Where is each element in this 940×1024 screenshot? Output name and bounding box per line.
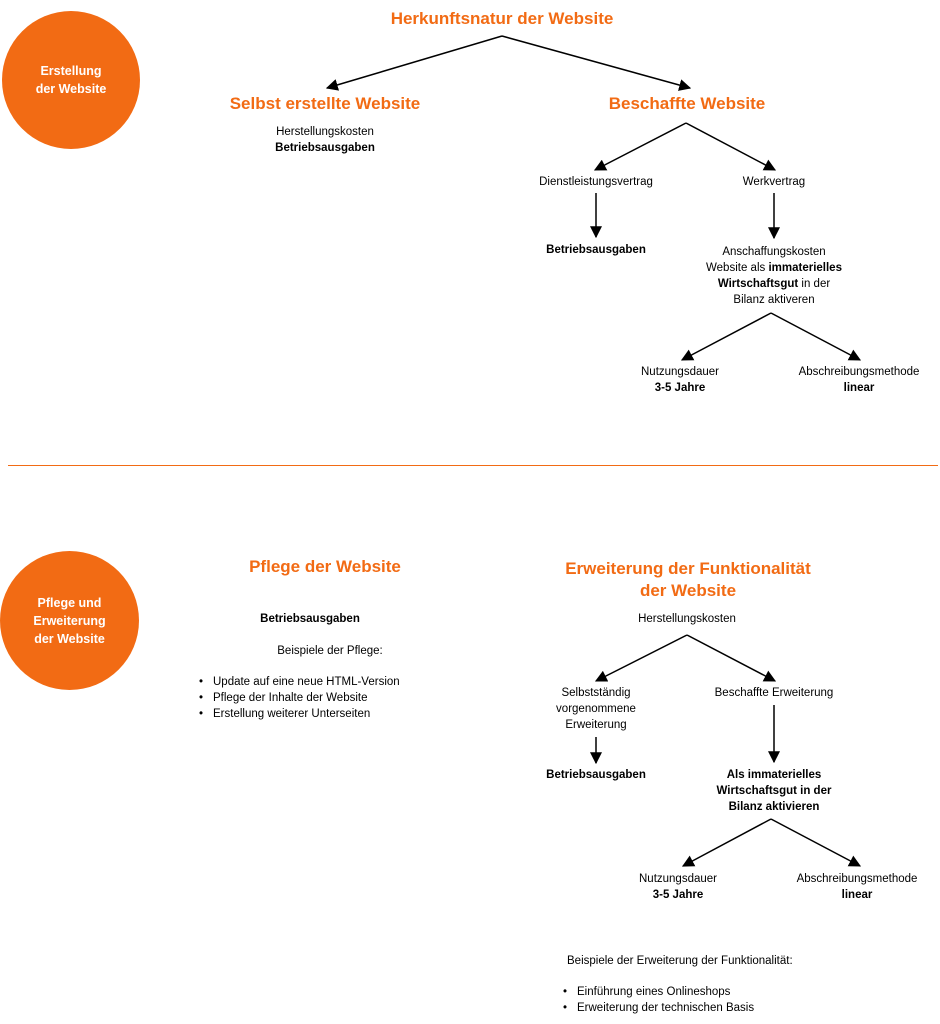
arrow-origin-to-self-made <box>325 35 503 91</box>
acquisition-line-4: Bilanz aktiveren <box>733 294 815 306</box>
node-procured-extension: Beschaffte Erweiterung <box>714 687 834 699</box>
maintenance-cost-type: Betriebsausgaben <box>260 613 360 625</box>
acquisition-line-2-bold: immaterielles <box>768 262 842 274</box>
arrow-cost-to-procured-ext <box>686 634 777 682</box>
extension-examples-heading: Beispiele der Erweiterung der Funktional… <box>567 955 793 967</box>
extension-cost-type: Herstellungskosten <box>638 613 736 625</box>
section-badge-label: Erstellung der Website <box>35 64 107 96</box>
arrow-capitalize-to-depreciation <box>770 818 862 867</box>
arrow-procured-to-service <box>593 122 687 171</box>
maintenance-examples-heading: Beispiele der Pflege: <box>277 645 383 657</box>
maintenance-examples-list: Update auf eine neue HTML-Version Pflege… <box>199 674 400 722</box>
heading-functionality-extension: Erweiterung der Funktionalität der Websi… <box>565 559 811 600</box>
arrow-capitalize-to-life <box>681 818 772 867</box>
section-divider <box>8 465 938 466</box>
node-depreciation-method: Abschreibungsmethode linear <box>789 364 929 396</box>
arrow-procured-to-work <box>685 122 777 171</box>
node-work-contract: Werkvertrag <box>742 176 806 188</box>
acquisition-line-2: Website als immaterielles <box>674 260 874 276</box>
section-badge-creation: Erstellung der Website <box>2 11 140 149</box>
arrow-origin-to-procured <box>501 35 692 91</box>
node-service-contract: Dienstleistungsvertrag <box>539 176 653 188</box>
arrow-acquisition-to-depreciation <box>770 312 862 361</box>
depreciation-value: linear <box>843 382 875 394</box>
useful-life-label: Nutzungsdauer <box>639 873 717 885</box>
diagram-title-origin: Herkunftsnatur der Website <box>390 9 614 28</box>
depreciation-value: linear <box>841 889 873 901</box>
heading-procured-website: Beschaffte Website <box>608 94 766 113</box>
node-useful-life: Nutzungsdauer 3-5 Jahre <box>615 364 745 396</box>
arrow-cost-to-self-ext <box>594 634 688 682</box>
depreciation-label: Abschreibungsmethode <box>798 366 920 378</box>
useful-life-value: 3-5 Jahre <box>654 382 706 394</box>
heading-self-made-website: Selbst erstellte Website <box>229 94 421 113</box>
node-extension-capitalize: Als immaterielles Wirtschaftsgut in der … <box>716 769 832 813</box>
depreciation-label: Abschreibungsmethode <box>796 873 918 885</box>
self-made-cost-type: Herstellungskosten <box>276 126 374 138</box>
acquisition-line-1: Anschaffungskosten <box>722 246 826 258</box>
list-item: Pflege der Inhalte der Website <box>199 690 400 706</box>
acquisition-line-3-post: in der <box>798 278 831 290</box>
list-item: Erstellung weiterer Unterseiten <box>199 706 400 722</box>
list-item: Erweiterung der technischen Basis <box>563 1000 754 1016</box>
node-extension-expenses: Betriebsausgaben <box>546 769 646 781</box>
node-self-extension: Selbstständig vorgenommene Erweiterung <box>556 687 636 731</box>
heading-maintenance: Pflege der Website <box>249 557 401 576</box>
section-badge-maintenance: Pflege und Erweiterung der Website <box>0 551 139 690</box>
useful-life-label: Nutzungsdauer <box>641 366 719 378</box>
useful-life-value: 3-5 Jahre <box>652 889 704 901</box>
node-acquisition-costs: Anschaffungskosten Website als immaterie… <box>674 244 874 308</box>
self-made-expense-type: Betriebsausgaben <box>275 142 375 154</box>
node-extension-useful-life: Nutzungsdauer 3-5 Jahre <box>613 871 743 903</box>
list-item: Einführung eines Onlineshops <box>563 984 754 1000</box>
node-extension-depreciation: Abschreibungsmethode linear <box>787 871 927 903</box>
section-badge-label: Pflege und Erweiterung der Website <box>33 595 106 646</box>
acquisition-line-3-bold: Wirtschaftsgut <box>717 278 799 290</box>
extension-examples-list: Einführung eines Onlineshops Erweiterung… <box>563 984 754 1016</box>
arrow-acquisition-to-life <box>680 312 772 361</box>
list-item: Update auf eine neue HTML-Version <box>199 674 400 690</box>
acquisition-line-2-pre: Website als <box>706 262 769 274</box>
node-service-expenses: Betriebsausgaben <box>546 244 646 256</box>
acquisition-line-3: Wirtschaftsgut in der <box>674 276 874 292</box>
